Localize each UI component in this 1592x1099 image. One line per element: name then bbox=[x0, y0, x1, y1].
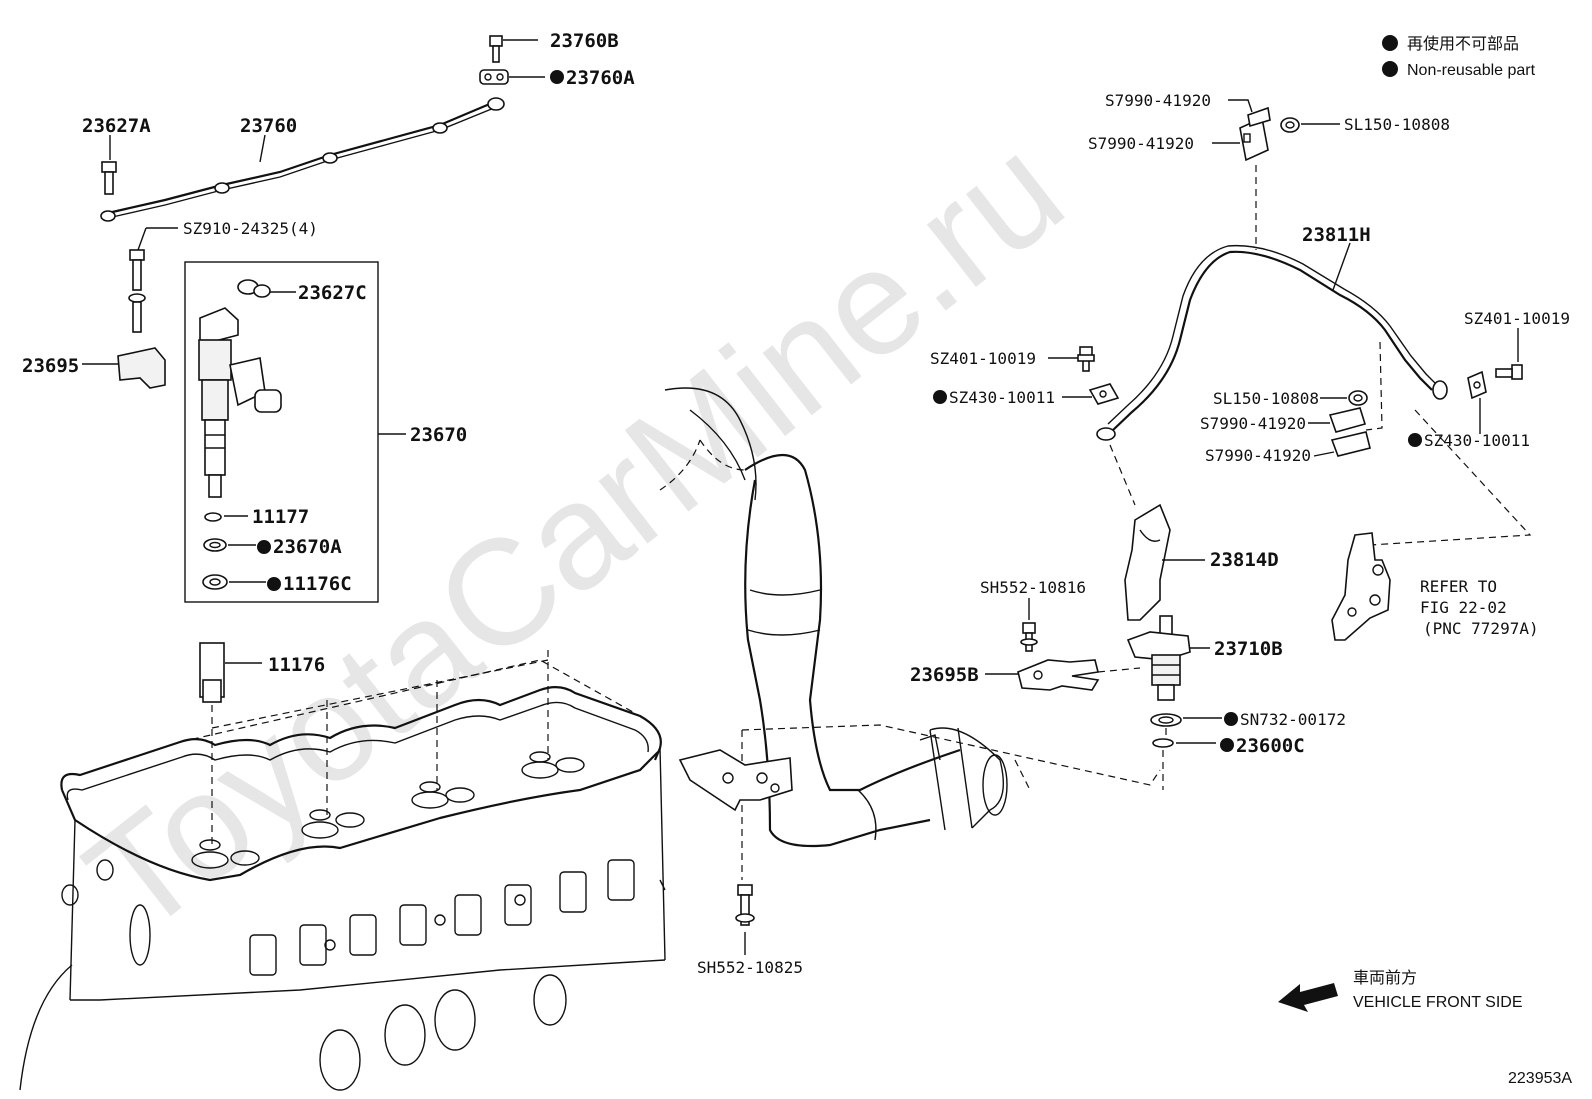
bolt-icon bbox=[101, 161, 117, 195]
label-S7990-mid1: S7990-41920 bbox=[1200, 414, 1306, 433]
non-reusable-dot bbox=[267, 577, 281, 591]
pipe-clip-icon bbox=[1328, 407, 1371, 457]
intake-pipe-outline bbox=[659, 387, 1031, 848]
label-11177: 11177 bbox=[252, 506, 309, 528]
legend-ja: 再使用不可部品 bbox=[1407, 35, 1519, 53]
bolt-icon bbox=[735, 884, 755, 955]
label-SZ401-right: SZ401-10019 bbox=[1464, 309, 1570, 328]
label-23760B: 23760B bbox=[550, 30, 619, 52]
pressure-sensor-icon bbox=[1126, 615, 1210, 701]
label-SZ430-right: SZ430-10011 bbox=[1424, 431, 1530, 450]
cylinder-head-outline bbox=[19, 650, 666, 1091]
label-23760A: 23760A bbox=[566, 67, 635, 89]
direction-ja: 車両前方 bbox=[1353, 969, 1417, 987]
arrow-left-icon bbox=[1278, 983, 1338, 1012]
washer-icon bbox=[1467, 370, 1487, 400]
label-S7990-second: S7990-41920 bbox=[1088, 134, 1194, 153]
direction-en: VEHICLE FRONT SIDE bbox=[1353, 994, 1523, 1011]
referenced-bracket-icon bbox=[1331, 532, 1391, 641]
figure-code: 223953A bbox=[1508, 1070, 1572, 1087]
o-ring-icon bbox=[204, 512, 222, 522]
non-reusable-dot bbox=[1224, 712, 1238, 726]
refer-line-1: REFER TO bbox=[1420, 577, 1497, 596]
non-reusable-dot bbox=[550, 70, 564, 84]
label-23695: 23695 bbox=[22, 355, 79, 377]
label-23814D: 23814D bbox=[1210, 549, 1279, 571]
nut-icon bbox=[1348, 390, 1368, 406]
refer-line-2: FIG 22-02 bbox=[1420, 598, 1507, 617]
label-SL150-mid: SL150-10808 bbox=[1213, 389, 1319, 408]
pipe-protector-icon bbox=[1124, 503, 1205, 621]
label-23600C: 23600C bbox=[1236, 735, 1305, 757]
seal-ring-icon bbox=[203, 538, 227, 552]
non-reusable-dot bbox=[1408, 433, 1422, 447]
label-23695B: 23695B bbox=[910, 664, 979, 686]
label-SZ430-left: SZ430-10011 bbox=[949, 388, 1055, 407]
label-23627C: 23627C bbox=[298, 282, 367, 304]
non-reusable-dot bbox=[1382, 35, 1398, 51]
gasket-icon bbox=[479, 69, 509, 85]
bolt-icon bbox=[128, 249, 146, 333]
label-11176: 11176 bbox=[268, 654, 325, 676]
label-SN732: SN732-00172 bbox=[1240, 710, 1346, 729]
bolt-icon bbox=[1495, 364, 1523, 380]
bolt-icon bbox=[489, 35, 503, 63]
callout-labels: 23760B 23760A 23627A 23760 SZ910-24325(4… bbox=[22, 30, 1570, 977]
injector-assembly-box bbox=[184, 261, 406, 603]
refer-line-3: (PNC 77297A) bbox=[1423, 619, 1539, 638]
label-S7990-mid2: S7990-41920 bbox=[1205, 446, 1311, 465]
label-23670A: 23670A bbox=[273, 536, 342, 558]
label-SZ910: SZ910-24325(4) bbox=[183, 219, 318, 238]
nut-icon bbox=[1280, 117, 1300, 133]
label-SL150-top: SL150-10808 bbox=[1344, 115, 1450, 134]
bolt-icon bbox=[1077, 346, 1095, 372]
gasket-icon bbox=[1150, 713, 1222, 790]
pipe-clip-icon bbox=[1239, 106, 1271, 162]
sensor-bracket-icon bbox=[985, 659, 1141, 691]
fuel-injector-icon bbox=[198, 307, 282, 498]
washer-icon bbox=[237, 279, 271, 298]
label-23811H: 23811H bbox=[1302, 224, 1371, 246]
non-reusable-dot bbox=[1382, 61, 1398, 77]
label-SZ401-left: SZ401-10019 bbox=[930, 349, 1036, 368]
non-reusable-dot bbox=[933, 390, 947, 404]
label-23710B: 23710B bbox=[1214, 638, 1283, 660]
label-SH552-lower: SH552-10825 bbox=[697, 958, 803, 977]
direction-indicator: 車両前方 VEHICLE FRONT SIDE bbox=[1278, 969, 1523, 1012]
label-SH552-upper: SH552-10816 bbox=[980, 578, 1086, 597]
label-23670: 23670 bbox=[410, 424, 467, 446]
washer-icon bbox=[1088, 383, 1120, 405]
injector-clamp-icon bbox=[82, 347, 166, 389]
leak-pipe-group bbox=[100, 35, 545, 251]
intake-bracket-icon bbox=[678, 724, 1161, 880]
label-S7990-top: S7990-41920 bbox=[1105, 91, 1211, 110]
bolt-icon bbox=[1020, 598, 1038, 652]
pipe-end-icon bbox=[1096, 380, 1448, 441]
non-reusable-dot bbox=[1220, 738, 1234, 752]
washer-icon bbox=[202, 574, 228, 590]
legend-en: Non-reusable part bbox=[1407, 62, 1536, 79]
pressure-pipe-group bbox=[1048, 99, 1532, 546]
label-11176C: 11176C bbox=[283, 573, 352, 595]
injector-sleeve-icon bbox=[199, 642, 262, 703]
non-reusable-dot bbox=[257, 540, 271, 554]
label-23760: 23760 bbox=[240, 115, 297, 137]
label-23627A: 23627A bbox=[82, 115, 151, 137]
legend: 再使用不可部品 Non-reusable part bbox=[1382, 35, 1536, 79]
